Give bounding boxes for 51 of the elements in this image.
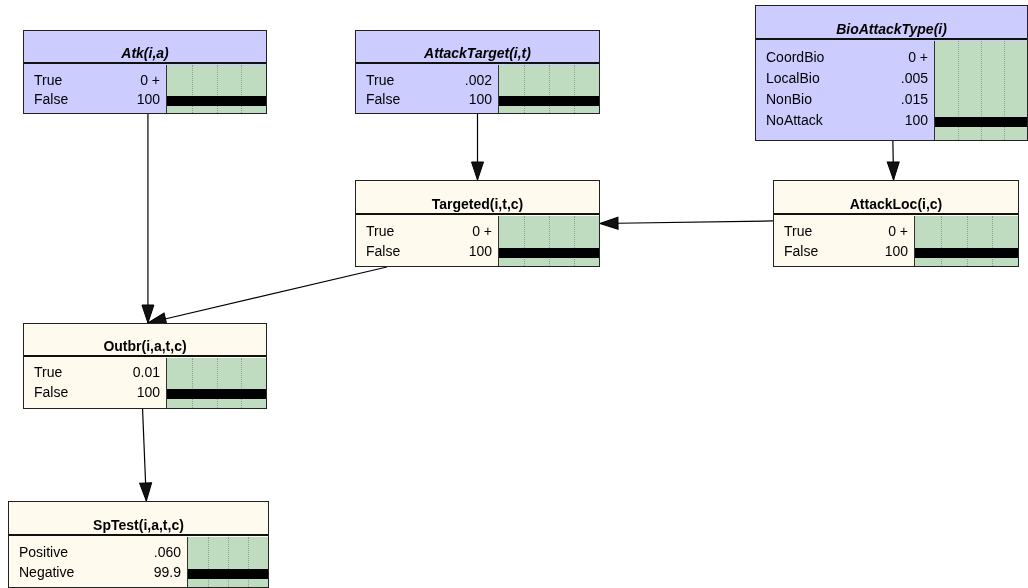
arrow [886, 140, 900, 181]
node-title: Outbr(i,a,t,c) [103, 338, 187, 354]
probability-value: 0 + [888, 223, 908, 239]
state-label: NonBio [766, 91, 812, 107]
state-label: True [34, 364, 63, 380]
state-label: True [34, 72, 63, 88]
state-label: CoordBio [766, 49, 825, 65]
probability-value: 0.01 [132, 364, 160, 380]
state-label: True [366, 72, 395, 88]
state-label: NoAttack [766, 112, 823, 128]
probability-value: 100 [136, 91, 160, 107]
state-label: False [366, 91, 401, 107]
arrow [141, 113, 155, 324]
network-node-box [23, 30, 267, 114]
state-label: False [784, 243, 819, 259]
state-label: True [366, 223, 395, 239]
probability-value: 100 [468, 91, 492, 107]
probability-value: 99.9 [153, 564, 181, 580]
network-node-box [773, 180, 1019, 267]
probability-value: 100 [884, 243, 908, 259]
node-title: AttackTarget(i,t) [424, 45, 531, 61]
state-label: False [366, 243, 401, 259]
network-node-box [755, 5, 1028, 141]
probability-value: 0 + [908, 49, 928, 65]
state-label: Positive [19, 544, 69, 560]
probability-value: .002 [464, 72, 492, 88]
probability-value: 100 [136, 384, 160, 400]
node-title: SpTest(i,a,t,c) [93, 517, 184, 533]
node-title: BioAttackType(i) [836, 21, 947, 37]
node-title: Targeted(i,t,c) [431, 196, 524, 212]
state-label: False [34, 91, 69, 107]
arrow [139, 408, 153, 502]
probability-value: .060 [153, 544, 181, 560]
probability-value: 0 + [472, 223, 492, 239]
network-node-box [8, 501, 269, 588]
probability-value: .005 [900, 70, 928, 86]
network-node-box [355, 30, 600, 114]
state-label: True [784, 223, 813, 239]
network-node-box [355, 180, 600, 267]
probability-value: 100 [904, 112, 928, 128]
probability-value: .015 [900, 91, 928, 107]
node-title: Atk(i,a) [121, 45, 169, 61]
probability-value: 100 [468, 243, 492, 259]
state-label: Negative [19, 564, 75, 580]
arrow [471, 113, 484, 181]
state-label: False [34, 384, 69, 400]
state-label: LocalBio [766, 70, 820, 86]
network-node-box [23, 323, 267, 409]
probability-value: 0 + [140, 72, 160, 88]
arrow [599, 216, 774, 230]
node-title: AttackLoc(i,c) [849, 196, 943, 212]
